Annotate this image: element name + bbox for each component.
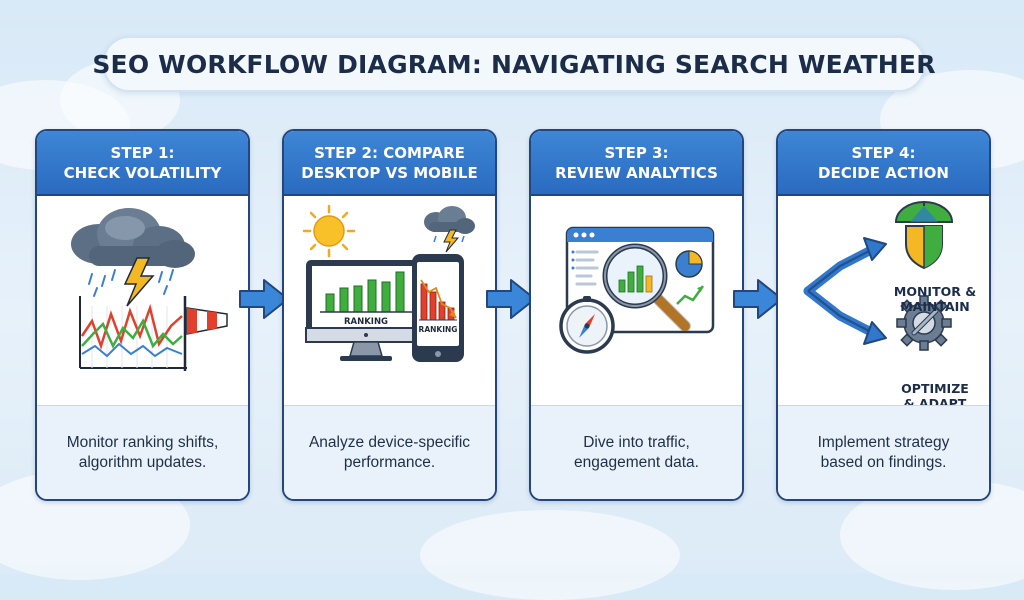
step-4-desc-line2: based on findings. <box>820 453 947 471</box>
compass-icon <box>559 296 615 354</box>
step-3-title-line2: REVIEW ANALYTICS <box>555 163 718 182</box>
step-1-description: Monitor ranking shifts, algorithm update… <box>37 405 248 499</box>
step-1-illustration <box>37 196 248 404</box>
step-3-title-line1: STEP 3: <box>604 143 669 162</box>
step-2-title-line2: DESKTOP VS MOBILE <box>301 163 478 182</box>
step-1-desc-line1: Monitor ranking shifts, <box>66 433 219 451</box>
branch-monitor-maintain: MONITOR & MAINTAIN <box>880 284 989 314</box>
branch-1-line1: MONITOR & <box>893 284 977 299</box>
flow-arrow-icon <box>239 279 289 319</box>
step-2-description: Analyze device-specific performance. <box>284 405 495 499</box>
diagram-title-text: SEO WORKFLOW DIAGRAM: NAVIGATING SEARCH … <box>92 49 936 79</box>
mobile-ranking-label: RANKING <box>419 325 458 334</box>
umbrella-shield-icon <box>894 201 954 270</box>
gear-wrench-icon <box>896 295 952 351</box>
desktop-monitor-icon: RANKING <box>305 260 427 361</box>
storm-cloud-volatility-chart-icon <box>71 208 228 371</box>
background-cloud <box>420 510 680 600</box>
step-1-header: STEP 1: CHECK VOLATILITY <box>37 131 248 196</box>
step-4-title-line2: DECIDE ACTION <box>818 163 949 182</box>
step-3-card: STEP 3: REVIEW ANALYTICS <box>529 129 744 501</box>
storm-cloud-icon <box>71 208 195 268</box>
flow-arrow-icon <box>733 279 783 319</box>
fork-arrows <box>803 244 878 338</box>
step-1-desc-line2: algorithm updates. <box>78 453 207 471</box>
step-2-desc-line1: Analyze device-specific <box>308 433 471 451</box>
step-4-illustration: MONITOR & MAINTAIN OPTIMIZE & ADAPT <box>778 196 989 411</box>
step-1-title-line1: STEP 1: <box>110 143 175 162</box>
step-3-desc-line2: engagement data. <box>574 453 699 471</box>
step-2-illustration: RANKING RANKING <box>284 196 495 404</box>
magnifier-icon <box>602 243 691 332</box>
step-2-title-line1: STEP 2: COMPARE <box>314 143 465 162</box>
step-2-card: STEP 2: COMPARE DESKTOP VS MOBILE <box>282 129 497 501</box>
flow-arrow-icon <box>486 279 536 319</box>
branch-2-line1: OPTIMIZE <box>901 381 969 396</box>
windsock-icon <box>183 296 228 371</box>
lightning-bolt-icon <box>123 257 155 307</box>
sun-icon <box>302 204 356 258</box>
decision-fork-icon <box>803 201 954 351</box>
step-3-desc-line1: Dive into traffic, <box>583 433 690 451</box>
step-4-description: Implement strategy based on findings. <box>778 405 989 499</box>
step-4-desc-line1: Implement strategy <box>817 433 950 451</box>
desktop-ranking-label: RANKING <box>344 317 388 327</box>
volatility-chart <box>79 296 187 369</box>
step-1-card: STEP 1: CHECK VOLATILITY <box>35 129 250 501</box>
step-3-header: STEP 3: REVIEW ANALYTICS <box>531 131 742 196</box>
desktop-mobile-comparison-icon: RANKING RANKING <box>302 204 475 362</box>
step-4-title-line1: STEP 4: <box>851 143 916 162</box>
branch-1-line2: MAINTAIN <box>900 299 970 314</box>
step-3-description: Dive into traffic, engagement data. <box>531 405 742 499</box>
step-3-illustration <box>531 196 742 404</box>
step-1-title-line2: CHECK VOLATILITY <box>63 163 222 182</box>
step-2-header: STEP 2: COMPARE DESKTOP VS MOBILE <box>284 131 495 196</box>
analytics-magnifier-icon <box>559 226 715 354</box>
mobile-phone-icon: RANKING <box>412 254 464 362</box>
diagram-title: SEO WORKFLOW DIAGRAM: NAVIGATING SEARCH … <box>92 36 935 92</box>
step-4-card: STEP 4: DECIDE ACTION <box>776 129 991 501</box>
small-storm-cloud-icon <box>424 206 475 253</box>
step-2-desc-line2: performance. <box>343 453 436 471</box>
step-4-header: STEP 4: DECIDE ACTION <box>778 131 989 196</box>
